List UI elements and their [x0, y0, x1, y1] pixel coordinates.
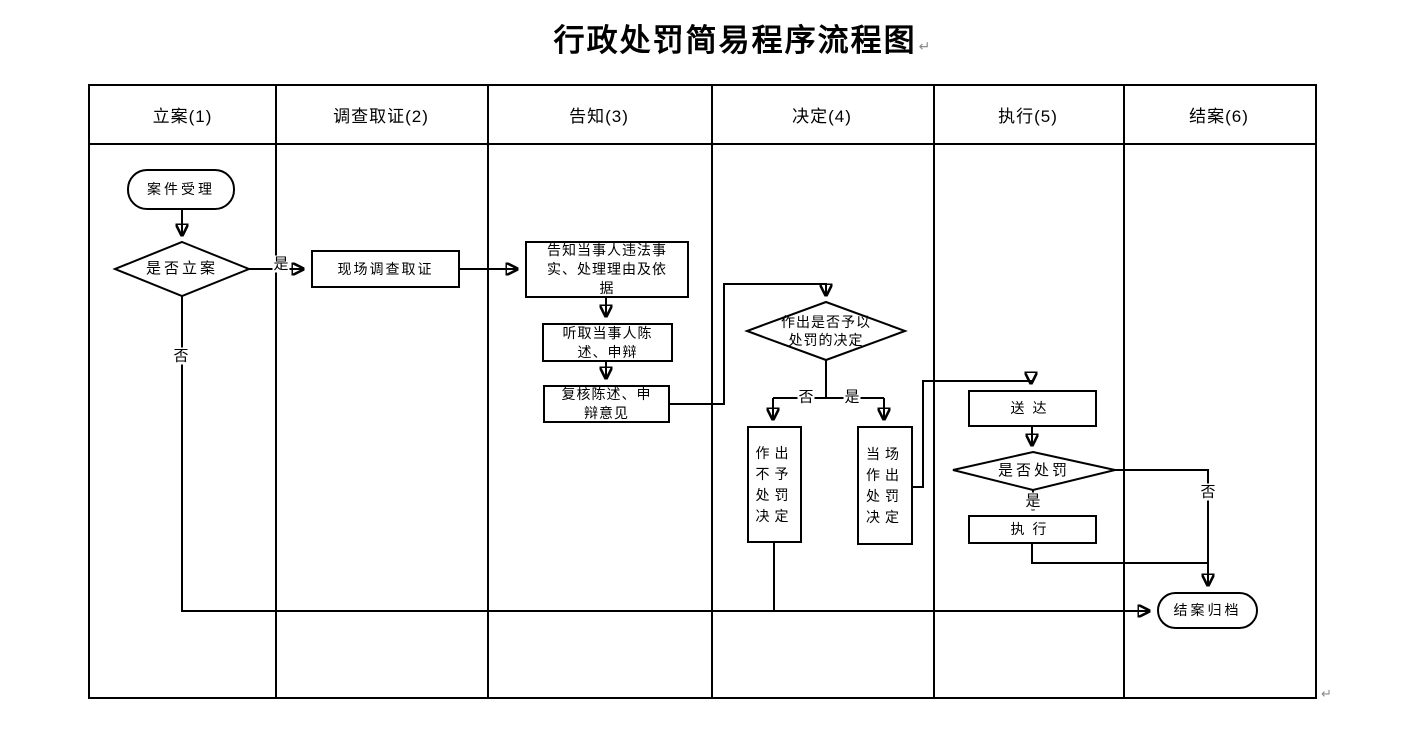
lane-header-filing: 立案(1) — [152, 107, 213, 126]
decision-shape-file-case — [112, 240, 252, 298]
node-onsite-investigation: 现场调查取证 — [311, 250, 460, 288]
paragraph-mark-icon: ↵ — [1321, 686, 1332, 701]
node-punish-or-not: 是否处罚 — [997, 462, 1070, 479]
edge-label-file-no: 否 — [172, 347, 190, 365]
node-case-acceptance: 案件受理 — [127, 169, 235, 210]
node-no-punish-decision: 作出 不予 处罚 决定 — [747, 426, 802, 543]
edge-label-punish-yes: 是 — [1024, 492, 1042, 510]
node-listen-statement: 听取当事人陈 述、申辩 — [542, 323, 673, 362]
node-onsite-punish-decision: 当场 作出 处罚 决定 — [857, 426, 913, 545]
node-file-case-decision: 是否立案 — [145, 260, 218, 277]
swimlane-table: 立案(1) 调查取证(2) 告知(3) 决定(4) 执行(5) 结案(6) — [88, 84, 1317, 699]
edge-label-punish-no: 否 — [1199, 483, 1217, 501]
header-divider — [90, 143, 1315, 145]
edge-label-file-yes: 是 — [272, 255, 290, 273]
decision-shape-punish-decision — [744, 300, 908, 362]
lane-header-decision: 决定(4) — [792, 107, 852, 126]
node-execute: 执行 — [968, 515, 1097, 544]
page-title: 行政处罚简易程序流程图 — [553, 23, 917, 58]
column-divider — [933, 86, 935, 697]
connector-onsitepunish-to-deliver — [913, 381, 1031, 488]
connector-execute-join — [1031, 544, 1207, 564]
node-deliver: 送达 — [968, 390, 1097, 427]
connector-decision-split — [773, 360, 884, 399]
node-inform-party: 告知当事人违法事 实、处理理由及依 据 — [525, 241, 689, 298]
edge-label-decision-no: 否 — [797, 388, 815, 406]
lane-header-closing: 结案(6) — [1189, 107, 1249, 126]
column-divider — [487, 86, 489, 697]
connector-filecase-no-to-archive — [181, 296, 1150, 611]
column-divider — [1123, 86, 1125, 697]
edge-label-decision-yes: 是 — [843, 388, 861, 406]
lane-header-inform: 告知(3) — [569, 107, 629, 126]
paragraph-mark-icon: ↵ — [918, 38, 931, 54]
connector-punish-no-to-archive — [1115, 469, 1208, 586]
lane-header-investigation: 调查取证(2) — [333, 107, 429, 126]
node-close-archive: 结案归档 — [1157, 592, 1258, 629]
node-review-statement: 复核陈述、申 辩意见 — [543, 385, 670, 423]
node-punish-decision: 作出是否予以 处罚的决定 — [781, 314, 871, 348]
title-row: 行政处罚简易程序流程图 ↵ — [28, 22, 1428, 60]
decision-shape-punish-or-not — [952, 450, 1116, 492]
connector-review-to-decision — [670, 283, 826, 405]
lane-header-execution: 执行(5) — [998, 107, 1058, 126]
column-divider — [711, 86, 713, 697]
column-divider — [275, 86, 277, 697]
